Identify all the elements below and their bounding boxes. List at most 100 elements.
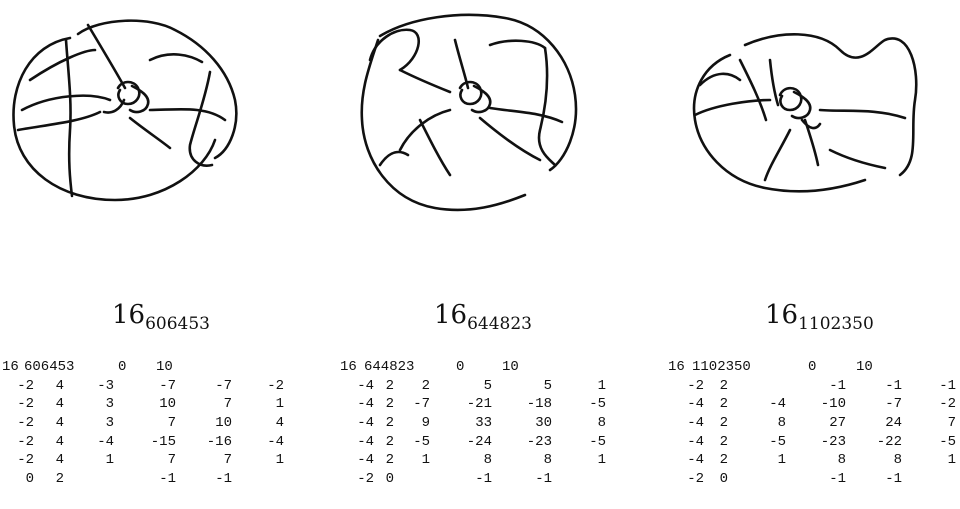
table-cell: 0 (808, 359, 817, 375)
table-cell: 10 (856, 359, 873, 375)
table-cell: 1 (597, 452, 606, 469)
table-row: -4 2 2 5 5 1 (340, 377, 620, 396)
table-cell: 0 (25, 471, 34, 488)
table-cell: 644823 (364, 359, 415, 375)
table-cell: 2 (719, 452, 728, 469)
table-cell: -1 (215, 471, 232, 488)
table-cell: -2 (17, 396, 34, 413)
table-cell: 2 (385, 433, 394, 450)
table-cell: -1 (885, 471, 902, 488)
table-cell: -1 (885, 377, 902, 394)
table-cell: 1 (275, 396, 284, 413)
table-cell: 30 (535, 415, 552, 432)
table-cell: 4 (55, 377, 64, 394)
knot-diagram-1 (0, 0, 240, 220)
table-cell: -5 (589, 396, 606, 413)
table-cell: 1 (275, 452, 284, 469)
table-row: -4 2 -7 -21 -18 -5 (340, 395, 620, 414)
table-row: -4 2 8 27 24 7 (668, 414, 958, 433)
table-cell: 7 (947, 415, 956, 432)
table-cell: 7 (167, 452, 176, 469)
table-cell: -4 (357, 377, 374, 394)
table-cell: 10 (215, 415, 232, 432)
table-cell: 4 (55, 452, 64, 469)
table-row: -2 0 -1 -1 (340, 470, 620, 489)
table-cell: 2 (385, 415, 394, 432)
table-row: -2 4 -3 -7 -7 -2 (0, 377, 290, 396)
table-header: 16 606453 0 10 (0, 358, 290, 377)
table-cell: -5 (589, 433, 606, 450)
table-cell: 2 (719, 433, 728, 450)
table-cell: 0 (456, 359, 465, 375)
table-cell: -7 (885, 396, 902, 413)
table-cell: -4 (357, 415, 374, 432)
table-cell: 7 (223, 452, 232, 469)
table-cell: 8 (893, 452, 902, 469)
table-cell: -2 (17, 452, 34, 469)
table-cell: 1 (947, 452, 956, 469)
table-cell: 27 (829, 415, 846, 432)
table-cell: -2 (17, 433, 34, 450)
table-row: -2 4 1 7 7 1 (0, 451, 290, 470)
table-cell: -2 (939, 396, 956, 413)
table-cell: 2 (421, 377, 430, 394)
table-cell: -4 (357, 396, 374, 413)
table-cell: -2 (687, 377, 704, 394)
table-cell: 0 (719, 471, 728, 488)
table-row: -4 2 -5 -23 -22 -5 (668, 433, 958, 452)
table-row: -2 2 -1 -1 -1 (668, 377, 958, 396)
table-cell: 2 (719, 415, 728, 432)
knot-diagram-3 (670, 0, 930, 230)
table-cell: 8 (543, 452, 552, 469)
table-cell: 4 (55, 433, 64, 450)
table-cell: -2 (267, 377, 284, 394)
table-cell: -21 (466, 396, 492, 413)
table-row: 0 2 -1 -1 (0, 470, 290, 489)
table-cell: -4 (687, 452, 704, 469)
table-cell: 1 (597, 377, 606, 394)
table-cell: -24 (466, 433, 492, 450)
table-cell: -23 (820, 433, 846, 450)
knot-label-3: 161102350 (765, 300, 874, 334)
coefficient-table-3: 16 1102350 0 10 -2 2 -1 -1 -1 -4 2 -4 -1… (668, 358, 958, 489)
table-cell: -4 (357, 452, 374, 469)
table-cell: 1102350 (692, 359, 751, 375)
table-cell: -10 (820, 396, 846, 413)
table-cell: 4 (275, 415, 284, 432)
table-row: -4 2 1 8 8 1 (668, 451, 958, 470)
table-cell: -15 (150, 433, 176, 450)
table-cell: 2 (719, 377, 728, 394)
knot-diagram-2 (340, 0, 590, 230)
table-cell: -1 (829, 377, 846, 394)
table-cell: 2 (385, 452, 394, 469)
table-cell: -4 (97, 433, 114, 450)
table-cell: 2 (385, 396, 394, 413)
table-cell: -2 (17, 377, 34, 394)
table-cell: 2 (385, 377, 394, 394)
table-cell: 2 (55, 471, 64, 488)
table-cell: -1 (159, 471, 176, 488)
table-cell: 0 (118, 359, 127, 375)
table-cell: -1 (939, 377, 956, 394)
table-cell: 2 (719, 396, 728, 413)
table-cell: 4 (55, 415, 64, 432)
table-row: -2 4 3 7 10 4 (0, 414, 290, 433)
table-header: 16 1102350 0 10 (668, 358, 958, 377)
table-cell: -5 (939, 433, 956, 450)
table-cell: 3 (105, 415, 114, 432)
table-cell: 24 (885, 415, 902, 432)
table-cell: 5 (483, 377, 492, 394)
table-cell: 8 (483, 452, 492, 469)
table-cell: -1 (535, 471, 552, 488)
table-cell: -2 (357, 471, 374, 488)
table-cell: -22 (876, 433, 902, 450)
table-row: -4 2 -5 -24 -23 -5 (340, 433, 620, 452)
table-cell: -4 (687, 433, 704, 450)
table-cell: 7 (167, 415, 176, 432)
table-cell: -7 (413, 396, 430, 413)
table-cell: -23 (526, 433, 552, 450)
table-cell: 606453 (24, 359, 75, 375)
table-cell: -4 (267, 433, 284, 450)
table-cell: 33 (475, 415, 492, 432)
